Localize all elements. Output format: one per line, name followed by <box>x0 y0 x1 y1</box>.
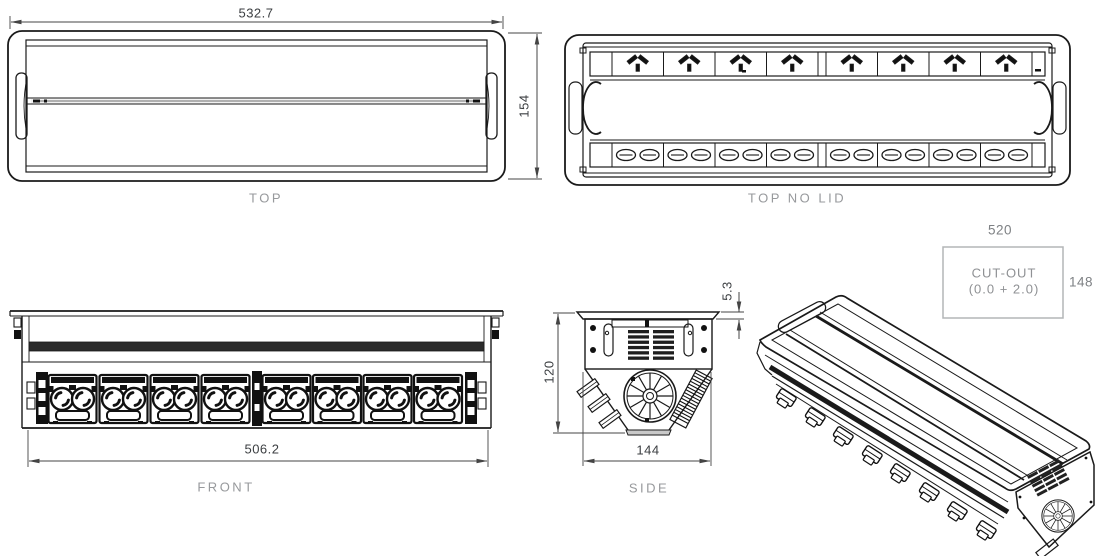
power-socket-icon <box>729 54 752 72</box>
cutout-height-dimension: 148 <box>1068 274 1094 290</box>
power-connector-module <box>261 373 312 426</box>
front-center-divider <box>252 371 262 426</box>
power-connector-module <box>311 373 363 426</box>
tnl-slot-row <box>589 142 1046 168</box>
fan-icon <box>1041 499 1075 533</box>
power-connector-module <box>362 373 413 426</box>
iso-foot <box>1035 538 1059 556</box>
power-socket-icon <box>943 54 966 72</box>
power-connector-module <box>200 373 251 426</box>
cutout-tolerance: (0.0 + 2.0) <box>968 281 1040 297</box>
power-connector-module <box>47 373 98 426</box>
top-no-lid-view-drawing <box>564 34 1071 186</box>
side-view-label: SIDE <box>628 480 670 496</box>
front-lid-edge <box>28 341 485 352</box>
side-height-dimension: 120 <box>541 360 557 384</box>
side-view-drawing <box>553 292 744 466</box>
iso-end-face <box>1015 450 1095 549</box>
top-lid-seam <box>26 97 487 105</box>
power-socket-icon <box>892 54 915 72</box>
tnl-left-bracket <box>568 81 602 135</box>
power-socket-icon <box>626 54 649 72</box>
tnl-corner-clips <box>579 47 1056 173</box>
power-socket-icon <box>840 54 863 72</box>
top-outer-body <box>7 30 506 182</box>
iso-lid-handle <box>777 301 827 333</box>
side-base <box>625 429 672 436</box>
side-vent-slats <box>628 330 674 360</box>
power-socket-icon <box>678 54 701 72</box>
top-height-dim-line <box>508 32 542 180</box>
front-connector-row <box>26 371 487 426</box>
iso-connector-bumps <box>772 387 998 544</box>
side-width-dim-line <box>582 372 712 466</box>
top-view-label: TOP <box>249 190 283 206</box>
side-flange <box>575 311 721 320</box>
side-height-dim-line <box>553 312 625 434</box>
front-width-dimension: 506.2 <box>244 441 280 457</box>
top-lid-frame <box>25 39 488 173</box>
tnl-right-bracket <box>1033 81 1067 135</box>
front-width-dim-line <box>27 430 489 467</box>
power-connector-module <box>412 373 464 426</box>
cutout-label: CUT-OUT <box>971 265 1037 281</box>
tnl-outer-body <box>564 34 1071 186</box>
top-view-drawing <box>7 16 542 182</box>
side-width-dimension: 144 <box>636 442 660 458</box>
side-upper-body <box>584 318 713 370</box>
cutout-rect <box>942 246 1064 319</box>
side-flange-dim-line <box>716 292 744 339</box>
top-left-latch <box>15 72 28 140</box>
power-connector-module <box>149 373 200 426</box>
front-flange <box>9 310 504 339</box>
isometric-view-drawing <box>756 294 1095 556</box>
iso-flange-outline <box>758 294 1091 492</box>
power-connector-module <box>98 373 149 426</box>
top-width-dim-line <box>9 16 504 29</box>
power-socket-icon <box>781 54 804 72</box>
iso-vent-grid <box>1027 459 1070 497</box>
front-view-drawing <box>9 310 504 467</box>
cutout-width-dimension: 520 <box>987 222 1013 238</box>
power-socket-icon <box>995 54 1018 72</box>
top-right-latch <box>485 72 498 140</box>
side-flange-dimension: 5.3 <box>719 281 735 301</box>
front-view-label: FRONT <box>197 479 255 495</box>
tnl-socket-row <box>589 51 1046 77</box>
top-height-dimension: 154 <box>516 94 532 118</box>
iso-front-band <box>768 364 1010 515</box>
side-terminal-lugs <box>576 377 622 430</box>
side-iec-inlet <box>669 369 713 429</box>
top-width-dimension: 532.7 <box>238 5 274 21</box>
top-no-lid-view-label: TOP NO LID <box>747 190 847 206</box>
